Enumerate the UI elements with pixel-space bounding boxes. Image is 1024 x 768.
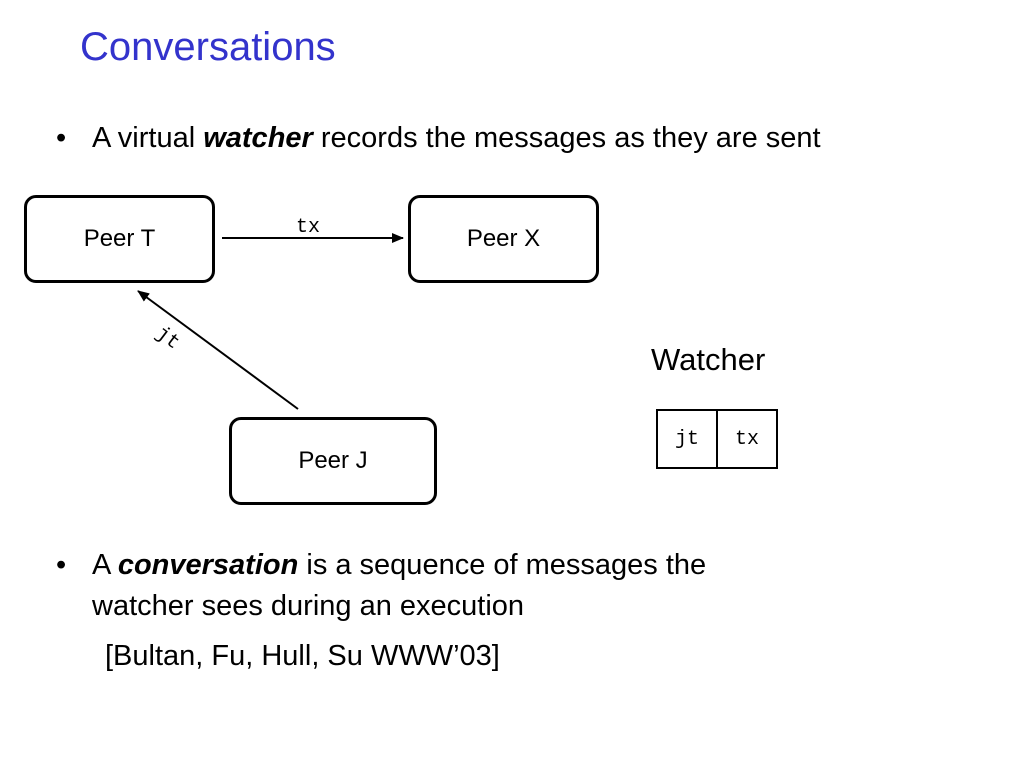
- peer-t-node: Peer T: [24, 195, 215, 283]
- peer-j-node: Peer J: [229, 417, 437, 505]
- bullet-2-emphasis: conversation: [117, 549, 299, 581]
- arrow-tx-label: tx: [296, 216, 320, 239]
- watcher-label: Watcher: [651, 342, 766, 377]
- slide-title: Conversations: [80, 25, 336, 69]
- bullet-2-line-2: watcher sees during an execution: [92, 590, 525, 622]
- peer-t-label: Peer T: [83, 225, 156, 252]
- bullet-1-post: records the messages as they are sent: [312, 122, 821, 154]
- bullet-1: A virtual watcher records the messages a…: [92, 118, 821, 158]
- bullet-2-pre: A: [92, 549, 118, 581]
- peer-x-node: Peer X: [408, 195, 599, 283]
- bullet-marker-1: •: [56, 122, 67, 154]
- peer-x-label: Peer X: [466, 225, 541, 252]
- bullet-2-post: is a sequence of messages the: [298, 549, 707, 581]
- bullet-1-pre: A virtual: [92, 122, 204, 154]
- citation: [Bultan, Fu, Hull, Su WWW’03]: [105, 640, 500, 672]
- bullet-2: A conversation is a sequence of messages…: [92, 545, 706, 585]
- peer-j-label: Peer J: [298, 447, 368, 474]
- bullet-1-emphasis: watcher: [203, 122, 313, 154]
- watcher-sequence: jt tx: [656, 409, 778, 469]
- arrow-jt-label: jt: [151, 322, 184, 355]
- watcher-entry: jt: [674, 427, 699, 451]
- watcher-entry: tx: [716, 411, 776, 467]
- arrow-jt: [137, 290, 299, 410]
- bullet-marker-2: •: [56, 549, 67, 581]
